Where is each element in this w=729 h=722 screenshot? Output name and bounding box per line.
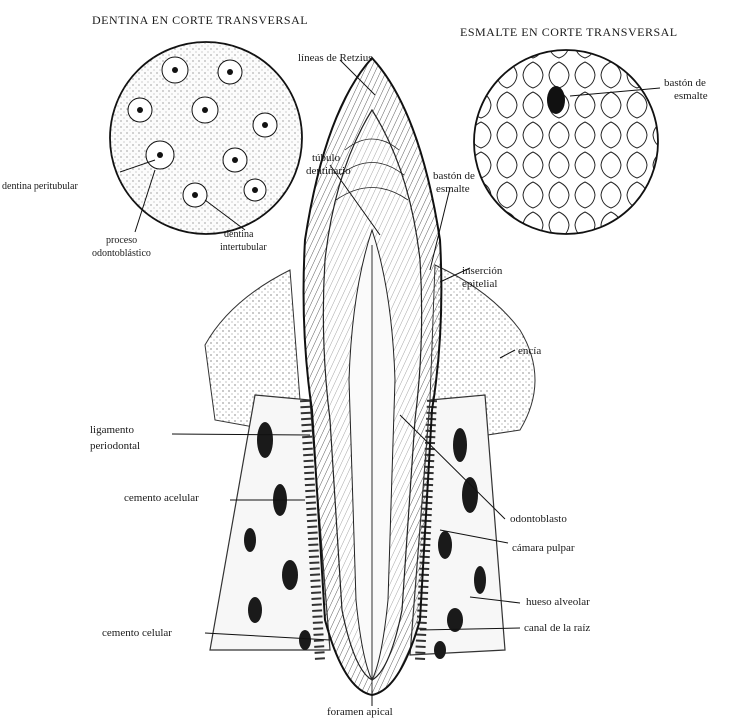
enamel-cross-section-inset [474, 50, 658, 234]
label-intertubular-dentin-line1: dentina [224, 229, 253, 240]
label-enamel-rod-line1: bastón de [433, 170, 475, 182]
label-retzius-lines: líneas de Retzius [298, 52, 373, 64]
label-intertubular-dentin-line2: intertubular [220, 242, 267, 253]
label-dentinal-tubule-line2: dentinario [306, 165, 351, 177]
label-enamel-rod-inset-line1: bastón de [664, 77, 706, 89]
label-enamel-rod-inset-line2: esmalte [674, 90, 708, 102]
label-cellular-cementum: cemento celular [102, 627, 172, 639]
label-peritubular-dentin: dentina peritubular [2, 181, 78, 192]
label-apical-foramen: foramen apical [327, 706, 393, 718]
enamel-cross-section-title: ESMALTE EN CORTE TRANSVERSAL [460, 26, 678, 38]
label-odontoblastic-process-line1: proceso [106, 235, 137, 246]
label-enamel-rod-line2: esmalte [436, 183, 470, 195]
dentin-cross-section-inset [110, 42, 302, 234]
label-odontoblast: odontoblasto [510, 513, 567, 525]
dentin-cross-section-title: DENTINA EN CORTE TRANSVERSAL [92, 14, 308, 26]
label-epithelial-attachment-line2: epitelial [462, 278, 497, 290]
label-gingiva: encía [518, 345, 541, 357]
label-dentinal-tubule-line1: túbulo [312, 152, 340, 164]
label-alveolar-bone: hueso alveolar [526, 596, 590, 608]
alveolar-bone-left [210, 395, 330, 650]
label-odontoblastic-process-line2: odontoblástico [92, 248, 151, 259]
label-pulp-chamber: cámara pulpar [512, 542, 575, 554]
label-acellular-cementum: cemento acelular [124, 492, 199, 504]
label-periodontal-ligament-line1: ligamento [90, 424, 134, 436]
label-periodontal-ligament-line2: periodontal [90, 440, 140, 452]
label-epithelial-attachment-line1: inserción [462, 265, 502, 277]
label-root-canal: canal de la raíz [524, 622, 590, 634]
